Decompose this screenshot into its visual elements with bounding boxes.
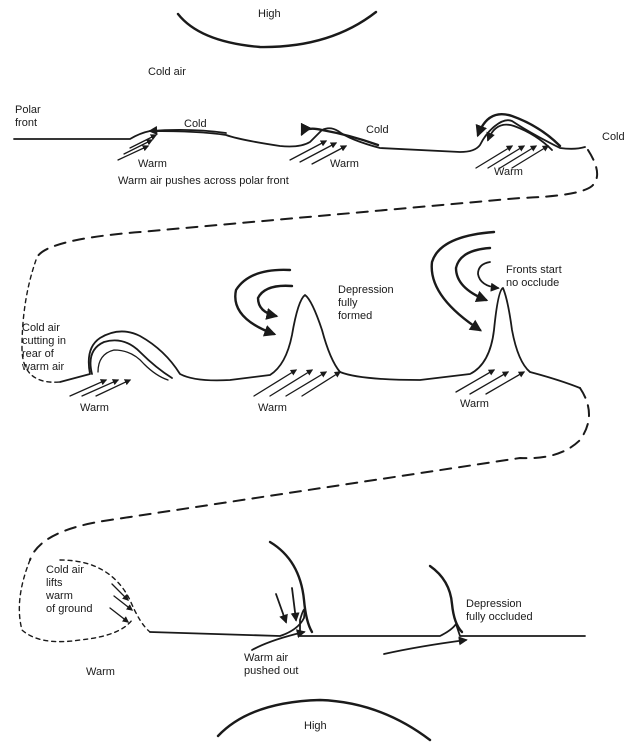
- label-row1-caption: Warm air pushes across polar front: [118, 175, 289, 188]
- label-row3-warm-pushed: Warm air pushed out: [244, 652, 298, 678]
- cold-arrow-row2-big-5: [478, 262, 498, 288]
- label-row3-cold-lifts: Cold air lifts warm of ground: [46, 564, 92, 616]
- front-line-row2: [60, 288, 580, 388]
- label-row2-warm-1: Warm: [80, 402, 109, 415]
- cold-arrow-row2-big-4: [456, 248, 490, 300]
- label-row2-fronts: Fronts start no occlude: [506, 264, 562, 290]
- occluded-front-row3-1: [270, 542, 312, 632]
- label-high-top: High: [258, 8, 281, 21]
- warm-arrows-row1-3: [476, 146, 548, 168]
- label-row1-cold-3: Cold: [602, 131, 625, 144]
- connector-row2-row3: [30, 388, 589, 560]
- label-row1-warm-3: Warm: [494, 166, 523, 179]
- label-row2-warm-3: Warm: [460, 398, 489, 411]
- occluded-front-row3-2: [430, 566, 462, 632]
- polar-front-line-row1: [14, 120, 585, 152]
- label-polar-front: Polar front: [15, 104, 41, 130]
- cold-arrow-row2-big-2: [258, 286, 292, 316]
- label-row1-cold-2: Cold: [366, 124, 389, 137]
- cold-arrow-row3-1: [276, 594, 286, 622]
- label-row2-warm-2: Warm: [258, 402, 287, 415]
- label-row1-cold-1: Cold: [184, 118, 207, 131]
- warm-arrows-row2-1: [70, 380, 130, 396]
- warm-arrow-row3-right: [384, 640, 466, 654]
- label-row1-warm-1: Warm: [138, 158, 167, 171]
- label-row3-depression: Depression fully occluded: [466, 598, 533, 624]
- cold-curl-row2-1: [91, 340, 173, 378]
- label-cold-air: Cold air: [148, 66, 186, 79]
- cold-arrow-row2-big-1: [235, 270, 290, 334]
- label-row3-warm: Warm: [86, 666, 115, 679]
- label-high-bottom: High: [304, 720, 327, 733]
- label-row2-depression: Depression fully formed: [338, 284, 394, 323]
- label-row1-warm-2: Warm: [330, 158, 359, 171]
- cold-arrow-row3-2: [292, 588, 296, 620]
- cold-lift-arrows-row3: [110, 584, 132, 622]
- warm-arrows-row2-2: [254, 370, 340, 396]
- cold-arrow-row2-big-3: [432, 232, 494, 330]
- cold-arrow-row1-3b: [488, 125, 552, 150]
- cold-curl-row2-1b: [98, 350, 168, 380]
- label-row2-cold-cutting: Cold air cutting in rear of warm air: [22, 322, 66, 374]
